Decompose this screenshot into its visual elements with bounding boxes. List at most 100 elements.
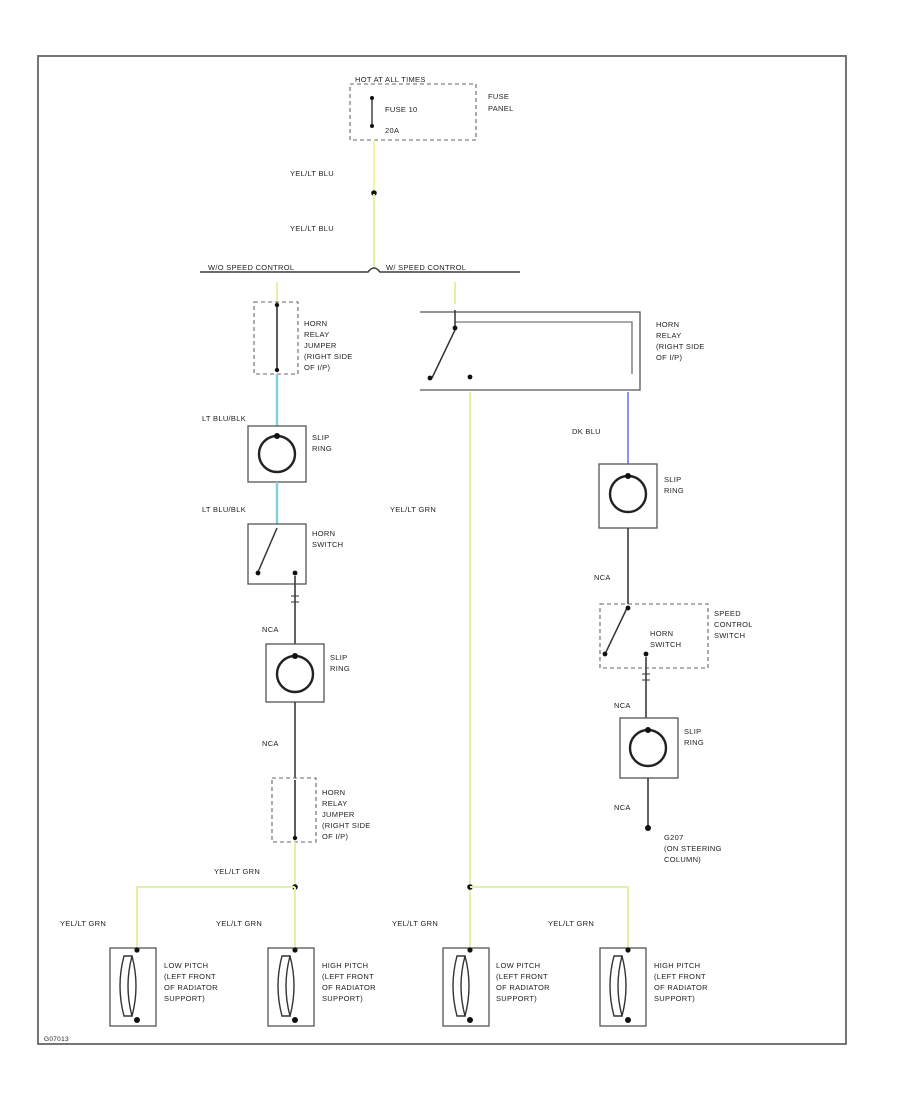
horn-switch-right-l1: HORN xyxy=(650,629,673,638)
horn-relay-no-contact xyxy=(427,375,433,381)
horn-switch-right-top xyxy=(625,605,631,611)
horn-switch-right-blade xyxy=(605,605,629,653)
relay-jumper-bottom-l1: HORN xyxy=(322,788,345,797)
relay-jumper-bottom-l2: RELAY xyxy=(322,799,348,808)
ground-l2: (ON STEERING xyxy=(664,844,722,853)
diagram-border xyxy=(37,55,847,1045)
horn-switch-left-box xyxy=(247,523,307,585)
fuse-panel-box xyxy=(349,83,477,141)
fuse-terminal-top xyxy=(370,96,374,100)
horn-1-l1: LOW PITCH xyxy=(164,961,208,970)
horn-4-l3: OF RADIATOR xyxy=(654,983,708,992)
slip-ring-r1-l2: RING xyxy=(664,486,684,495)
ground-g207 xyxy=(645,825,651,831)
slip-ring-l1-contact xyxy=(274,433,280,439)
horn-4-diaphragm xyxy=(621,955,627,1017)
horn-4-box xyxy=(599,947,647,1027)
horn-1-diaphragm xyxy=(131,955,137,1017)
horn-switch-left-l2: SWITCH xyxy=(312,540,343,549)
speed-control-switch: HORN SWITCH SPEED CONTROL SWITCH xyxy=(599,603,753,669)
horn-switch-right-l2: SWITCH xyxy=(650,640,681,649)
wire-label-yel-blu-2: YEL/LT BLU xyxy=(290,224,334,233)
relay-jumper-top-l1: HORN xyxy=(304,319,327,328)
horn-4-ground xyxy=(625,1017,631,1023)
slip-ring-r1-l1: SLIP xyxy=(664,475,681,484)
horn-3-l4: SUPPORT) xyxy=(496,994,537,1003)
horn-1-l2: (LEFT FRONT xyxy=(164,972,216,981)
relay-jumper-bottom: HORN RELAY JUMPER (RIGHT SIDE OF I/P) xyxy=(271,777,371,843)
wire-label-yel-blu-1: YEL/LT BLU xyxy=(290,169,334,178)
horn-3-l3: OF RADIATOR xyxy=(496,983,550,992)
wire-label-yel-grn-h3: YEL/LT GRN xyxy=(392,919,438,928)
horn-4-terminal xyxy=(625,947,631,953)
horn-relay: HORN RELAY (RIGHT SIDE OF I/P) xyxy=(420,310,705,391)
wire-label-yel-grn-h2: YEL/LT GRN xyxy=(216,919,262,928)
fuse-hot-label: HOT AT ALL TIMES xyxy=(355,75,426,84)
wire-yel-grn-h4 xyxy=(470,886,629,948)
horn-switch-left: HORN SWITCH xyxy=(247,523,343,585)
fuse-panel: HOT AT ALL TIMES FUSE 10 20A FUSE PANEL xyxy=(349,75,513,141)
horn-2-box xyxy=(267,947,315,1027)
speed-control-switch-l1: SPEED xyxy=(714,609,741,618)
option-split-bar xyxy=(200,267,520,273)
slip-ring-r2-l2: RING xyxy=(684,738,704,747)
horn-switch-right-pivot xyxy=(602,651,608,657)
relay-jumper-top: HORN RELAY JUMPER (RIGHT SIDE OF I/P) xyxy=(253,301,353,375)
wire-label-yel-grn-h4: YEL/LT GRN xyxy=(548,919,594,928)
figure-id: G07013 xyxy=(44,1036,69,1043)
horn-2-l3: OF RADIATOR xyxy=(322,983,376,992)
horn-2-diaphragm xyxy=(289,955,295,1017)
wire-label-yel-grn-h1: YEL/LT GRN xyxy=(60,919,106,928)
horn-2-ground xyxy=(292,1017,298,1023)
label-w-speed-control: W/ SPEED CONTROL xyxy=(386,263,466,272)
speed-control-switch-l2: CONTROL xyxy=(714,620,753,629)
relay-jumper-top-box xyxy=(253,301,299,375)
relay-jumper-top-pin2 xyxy=(274,367,280,373)
horn-switch-left-blade xyxy=(257,527,278,573)
horn-relay-out-contact xyxy=(467,374,473,380)
speed-control-switch-box xyxy=(599,603,709,669)
relay-jumper-top-pin1 xyxy=(274,302,280,308)
slip-ring-l2-l2: RING xyxy=(330,664,350,673)
connector-right-1 xyxy=(642,673,650,681)
slip-ring-l2-l1: SLIP xyxy=(330,653,347,662)
slip-ring-r2: SLIP RING xyxy=(619,717,704,779)
horn-1-box xyxy=(109,947,157,1027)
fuse-number-label: FUSE 10 xyxy=(385,105,418,114)
horn-relay-l2: RELAY xyxy=(656,331,682,340)
wire-label-nca-r2: NCA xyxy=(614,701,631,710)
horn-relay-l3: (RIGHT SIDE xyxy=(656,342,705,351)
horn-switch-right-contact xyxy=(643,651,649,657)
horn-relay-contact-arm xyxy=(431,310,456,379)
horn-3-ground xyxy=(467,1017,473,1023)
slip-ring-l2-ring xyxy=(275,654,315,694)
horn-4-l2: (LEFT FRONT xyxy=(654,972,706,981)
relay-jumper-bottom-l3: JUMPER xyxy=(322,810,355,819)
wire-yel-grn-h1 xyxy=(136,886,295,948)
slip-ring-r1-ring xyxy=(608,474,648,514)
horn-3-terminal xyxy=(467,947,473,953)
horn-3-l1: LOW PITCH xyxy=(496,961,540,970)
slip-ring-l2-contact xyxy=(292,653,298,659)
horn-1-l3: OF RADIATOR xyxy=(164,983,218,992)
relay-jumper-bottom-l4: (RIGHT SIDE xyxy=(322,821,371,830)
slip-ring-r1-contact xyxy=(625,473,631,479)
horn-low-pitch-1: LOW PITCH (LEFT FRONT OF RADIATOR SUPPOR… xyxy=(109,947,218,1027)
relay-jumper-bottom-pin xyxy=(292,835,298,841)
relay-jumper-top-l4: (RIGHT SIDE xyxy=(304,352,353,361)
horn-1-l4: SUPPORT) xyxy=(164,994,205,1003)
horn-3-l2: (LEFT FRONT xyxy=(496,972,548,981)
horn-2-terminal xyxy=(292,947,298,953)
wire-label-yel-grn-mid: YEL/LT GRN xyxy=(390,505,436,514)
slip-ring-r2-contact xyxy=(645,727,651,733)
wire-label-nca-r3: NCA xyxy=(614,803,631,812)
horn-3-diaphragm xyxy=(464,955,470,1017)
slip-ring-l1-ring xyxy=(257,434,297,474)
slip-ring-l1: SLIP RING xyxy=(247,425,332,483)
wire-label-nca-r1: NCA xyxy=(594,573,611,582)
slip-ring-l2: SLIP RING xyxy=(265,643,350,703)
relay-jumper-top-l3: JUMPER xyxy=(304,341,337,350)
slip-ring-l1-l2: RING xyxy=(312,444,332,453)
horn-2-l4: SUPPORT) xyxy=(322,994,363,1003)
horn-high-pitch-4: HIGH PITCH (LEFT FRONT OF RADIATOR SUPPO… xyxy=(599,947,708,1027)
